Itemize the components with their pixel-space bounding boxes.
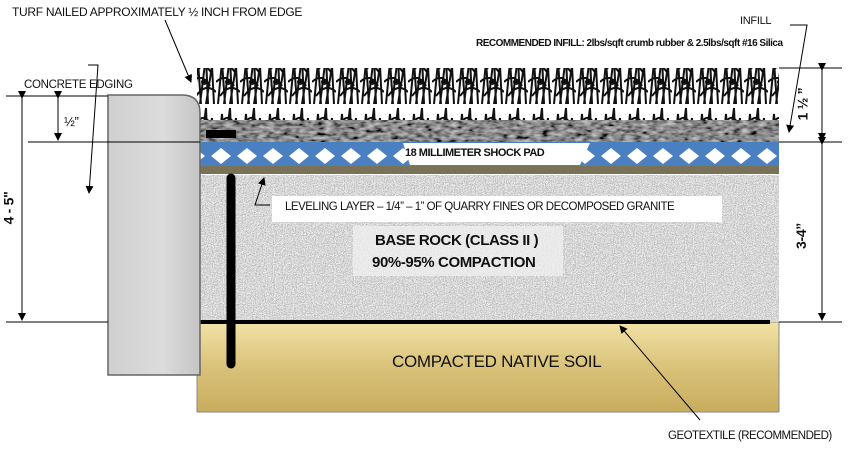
left-dimensions xyxy=(6,91,200,323)
infill-layer xyxy=(197,120,779,142)
base-rock-label-line2: 90%-95% COMPACTION xyxy=(372,254,536,271)
geotextile-line xyxy=(200,320,770,324)
native-soil-layer xyxy=(196,321,780,413)
leader-lines xyxy=(85,19,808,421)
base-rock-label-line1: BASE ROCK (CLASS II ) xyxy=(375,232,539,249)
edge-total-dimension: 4 - 5" xyxy=(0,191,17,225)
turf-nailed-label: TURF NAILED APPROXIMATELY ½ INCH FROM ED… xyxy=(12,5,303,19)
turf-nail xyxy=(206,130,236,138)
leveling-layer-label: LEVELING LAYER – 1/4” – 1” OF QUARRY FIN… xyxy=(285,201,675,213)
concrete-edging xyxy=(107,94,201,376)
turf-height-dimension: 1 ½ ” xyxy=(794,87,811,121)
geotextile-label: GEOTEXTILE (RECOMMENDED) xyxy=(668,430,832,442)
concrete-edging-label: CONCRETE EDGING xyxy=(24,79,133,91)
base-rock-label-box xyxy=(353,226,563,276)
native-soil-label: COMPACTED NATIVE SOIL xyxy=(392,352,602,371)
base-depth-dimension: 3-4” xyxy=(793,222,810,250)
shock-pad-label-bg xyxy=(403,143,590,165)
shock-pad-label: 18 MILLIMETER SHOCK PAD xyxy=(405,147,545,159)
recommended-infill-label: RECOMMENDED INFILL: 2lbs/sqft crumb rubb… xyxy=(476,38,783,49)
edge-offset-dimension: ½” xyxy=(64,114,79,129)
right-dimensions xyxy=(779,63,842,323)
leveling-layer xyxy=(197,166,779,174)
infill-label: INFILL xyxy=(740,15,772,27)
turf-blades-layer xyxy=(197,68,779,120)
leveling-label-box xyxy=(272,196,722,222)
